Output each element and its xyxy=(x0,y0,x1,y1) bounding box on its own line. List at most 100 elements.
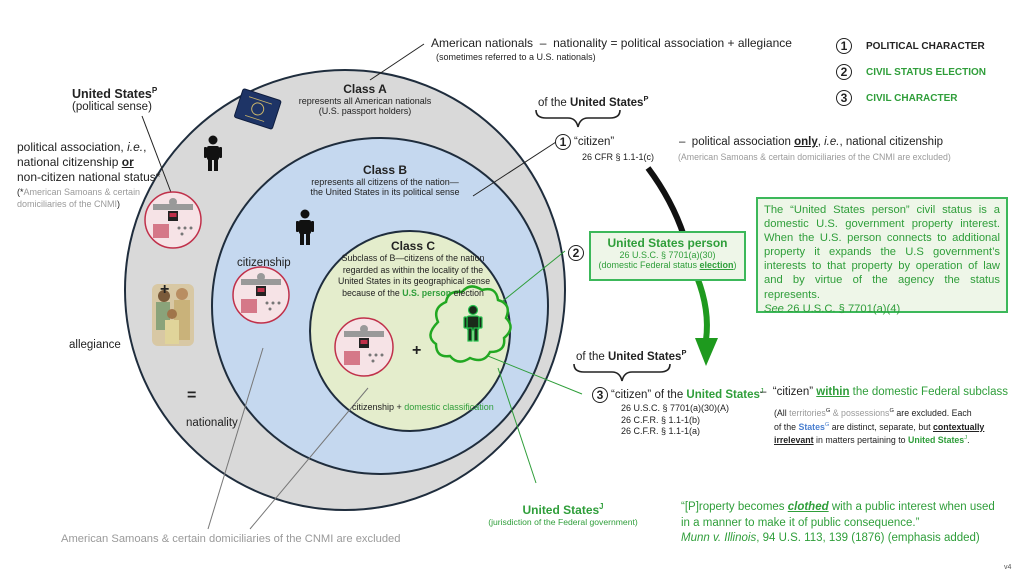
dash: – xyxy=(760,386,767,398)
text: citizenship + xyxy=(352,402,405,412)
text: “[P]roperty becomes xyxy=(681,501,788,513)
text: ( xyxy=(17,187,20,197)
number-badge-2: 2 xyxy=(568,244,587,262)
class-c-line4: because of the U.S. person election xyxy=(338,288,488,300)
legend-number-1: 1 xyxy=(836,38,852,54)
text: ) xyxy=(733,260,737,270)
text: , xyxy=(817,136,825,148)
text: with a public interest when used xyxy=(828,501,995,513)
nationality-label: nationality xyxy=(186,417,238,429)
class-b-title: Class B xyxy=(362,163,408,177)
leader-line-top-note xyxy=(369,43,425,81)
text: . xyxy=(967,435,970,446)
citizen3-cite: 26 C.F.R. § 1.1-1(b) xyxy=(621,414,701,425)
leader-line-us-j xyxy=(497,367,537,484)
american-nationals-note: American nationals – nationality = polit… xyxy=(431,36,792,50)
person-icon-class-a xyxy=(204,135,222,171)
arrow-head xyxy=(695,338,718,366)
superscript-g: G xyxy=(825,408,831,414)
note-box-text: The “United States person” civil status … xyxy=(764,204,1000,301)
dash: – xyxy=(539,36,547,50)
superscript-p: P xyxy=(151,86,158,95)
text: in matters pertaining to xyxy=(813,435,908,446)
munn-quote: “[P]roperty becomes clothed with a publi… xyxy=(681,500,995,547)
political-association-line3: non-citizen national status* xyxy=(17,170,161,184)
citizen3-note-line3: irrelevant in matters pertaining to Unit… xyxy=(774,433,984,447)
citizenship-label: citizenship xyxy=(237,257,291,269)
arrow-civil-segment xyxy=(694,275,710,341)
text: political association xyxy=(691,136,795,148)
superscript-g: G xyxy=(889,408,894,414)
us-person-highlight: U.S. person xyxy=(402,287,452,298)
allegiance-label: allegiance xyxy=(69,339,121,351)
us-person-note: (domestic Federal status election) xyxy=(591,260,744,270)
text: irrelevant xyxy=(774,435,814,446)
text: “citizen” of the xyxy=(611,388,687,401)
person-icon-class-b xyxy=(296,209,314,245)
class-c-formula: citizenship + domestic classification xyxy=(352,402,494,412)
text: American Samoans & certain xyxy=(23,187,141,197)
legend-item-political-character: 1 POLITICAL CHARACTER xyxy=(836,38,985,54)
text: , 94 U.S. 113, 139 (1876) (emphasis adde… xyxy=(756,532,980,544)
us-j-title: United StatesJ xyxy=(478,502,648,517)
text: national citizenship xyxy=(17,155,122,169)
citizen1-cite: 26 CFR § 1.1-1(c) xyxy=(582,152,655,162)
text: of the xyxy=(576,350,608,363)
legend-label: CIVIL CHARACTER xyxy=(866,92,958,104)
quote-line3: Munn v. Illinois, 94 U.S. 113, 139 (1876… xyxy=(681,531,995,547)
legend-number-3: 3 xyxy=(836,90,852,106)
legend-number-2: 2 xyxy=(836,64,852,80)
citizen1-note: (American Samoans & certain domiciliarie… xyxy=(678,152,951,162)
text: election xyxy=(451,287,484,298)
us-jurisdiction-label: United StatesJ (jurisdiction of the Fede… xyxy=(478,502,648,527)
text: “citizen” xyxy=(772,386,817,398)
political-association-note2: domiciliaries of the CNMI) xyxy=(17,199,120,209)
text: United States xyxy=(907,435,965,446)
plus-sign-allegiance: + xyxy=(160,281,170,298)
leader-line-excluded-2 xyxy=(249,387,369,530)
note-box-see: See xyxy=(764,302,784,315)
class-c-line1: Subclass of B—citizens of the nation xyxy=(341,253,485,263)
text: the domestic Federal subclass xyxy=(849,386,1008,398)
us-person-cite: 26 U.S.C. § 7701(a)(30) xyxy=(619,250,716,260)
political-association-line2: national citizenship or xyxy=(17,155,134,169)
citizen3-description: – “citizen” within the domestic Federal … xyxy=(760,386,1008,398)
text: , xyxy=(143,140,147,154)
equals-sign: = xyxy=(187,387,197,404)
person-icon-us-person xyxy=(463,304,483,342)
citizen3-term: 3“citizen” of the United StatesJ xyxy=(592,386,764,403)
class-c-line3: United States in its geographical sense xyxy=(338,276,491,286)
text: Munn v. Illinois xyxy=(681,532,757,544)
property-interest-note-box: The “United States person” civil status … xyxy=(756,197,1008,315)
text: United States xyxy=(569,96,644,109)
citizen3-note: (All territoriesG & possessionsG are exc… xyxy=(774,406,984,447)
class-a-line1: represents all American nationals xyxy=(298,96,432,106)
superscript-p: P xyxy=(681,348,687,357)
text: (domestic Federal status xyxy=(598,260,700,270)
text: are excluded. Each xyxy=(893,407,972,418)
text: (All xyxy=(774,407,790,418)
capitol-seal-icon-class-b xyxy=(232,266,290,324)
class-c-line2: regarded as within the locality of the xyxy=(342,264,484,275)
us-person-box: United States person 26 U.S.C. § 7701(a)… xyxy=(589,231,746,281)
legend-label: CIVIL STATUS ELECTION xyxy=(866,66,987,78)
text: clothed xyxy=(787,501,829,513)
note-box-cite: 26 U.S.C. § 7701(a)(4) xyxy=(783,302,901,315)
excluded-note: American Samoans & certain domiciliaries… xyxy=(61,533,401,545)
number-badge-3: 3 xyxy=(592,386,608,403)
legend-label: POLITICAL CHARACTER xyxy=(866,40,985,52)
leader-line-citizen1 xyxy=(472,141,557,197)
citizen3-cite: 26 C.F.R. § 1.1-1(a) xyxy=(621,426,701,436)
legend-item-civil-status-election: 2 CIVIL STATUS ELECTION xyxy=(836,64,986,80)
number-badge-1: 1 xyxy=(555,134,571,150)
text: i.e. xyxy=(824,136,840,148)
class-b-line1: represents all citizens of the nation— xyxy=(311,177,459,187)
american-nationals-sub: (sometimes referred to a U.S. nationals) xyxy=(436,52,596,62)
text: or xyxy=(121,155,134,169)
us-j-sub: (jurisdiction of the Federal government) xyxy=(488,517,638,527)
brace-citizen1 xyxy=(535,109,621,128)
citizen1-brace-label: of the United StatesP xyxy=(538,94,648,109)
text: of the xyxy=(774,421,799,432)
text: domiciliaries of the CNMI xyxy=(17,199,118,209)
